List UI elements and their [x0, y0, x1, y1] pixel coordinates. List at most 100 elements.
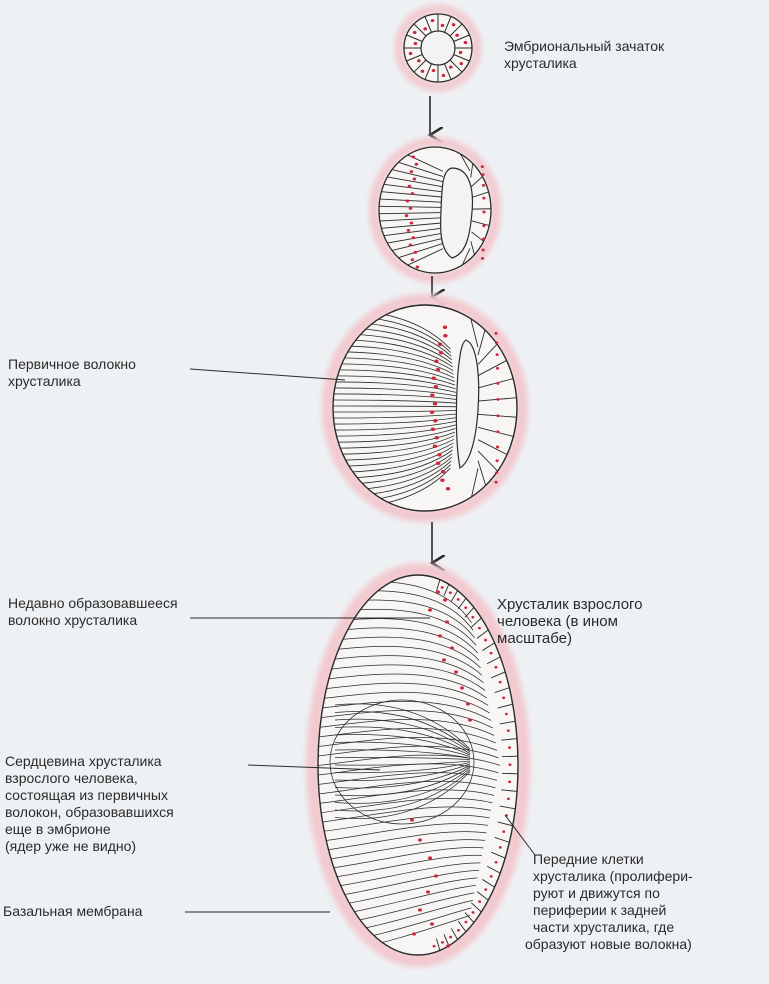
epithelium-border	[471, 231, 484, 242]
fiber-nucleus	[418, 838, 422, 842]
fiber-nucleus	[428, 856, 432, 860]
epithelium-border	[457, 598, 467, 610]
core-fiber	[334, 711, 471, 751]
fiber-nucleus	[435, 461, 441, 465]
cortex-fiber	[318, 823, 488, 842]
cell-nucleus	[406, 228, 411, 232]
cell-nucleus	[455, 33, 459, 37]
epithelium-border	[470, 241, 475, 255]
cortex-fiber	[318, 700, 492, 721]
epithelium-border	[471, 176, 483, 187]
core-fiber	[334, 762, 471, 774]
cell-nucleus	[409, 170, 414, 174]
cell-border	[406, 54, 423, 62]
epithelium-nucleus	[496, 430, 500, 434]
core-fiber	[334, 718, 471, 753]
stage1-lens-vesicle	[394, 4, 482, 92]
cell-nucleus	[481, 183, 486, 187]
epithelium-nucleus	[478, 900, 482, 903]
fiber-nucleus	[432, 402, 438, 406]
cell-nucleus	[414, 162, 419, 166]
fiber-nucleus	[433, 385, 439, 389]
fiber-nucleus	[450, 646, 454, 650]
core-fiber	[334, 726, 471, 754]
cell-nucleus	[463, 40, 468, 45]
epithelium-border	[476, 629, 489, 639]
cell-nucleus	[410, 192, 415, 196]
cortex-fiber	[318, 655, 484, 684]
cell-nucleus	[448, 65, 453, 69]
epithelium-nucleus	[471, 911, 475, 914]
epithelium-nucleus	[496, 398, 500, 401]
label-line: периферии к задней	[533, 902, 667, 918]
cell-border	[398, 243, 444, 259]
label-primary-fiber: Первичное волокно хрусталика	[8, 356, 136, 390]
cell-nucleus	[411, 155, 416, 159]
stage4-nuclei	[410, 586, 512, 948]
epithelium-border	[494, 836, 510, 843]
cortex-fiber	[318, 691, 490, 714]
cell-nucleus	[440, 23, 445, 28]
label-line: Сердцевина хрусталика	[5, 753, 162, 769]
fiber-nucleus	[443, 334, 448, 338]
label-line: хрусталика	[8, 373, 81, 389]
epithelium-nucleus	[489, 875, 493, 878]
fiber-nucleus	[468, 718, 472, 722]
fiber-nucleus	[410, 818, 414, 822]
cell-nucleus	[407, 184, 412, 188]
fiber-line	[333, 417, 457, 425]
cell-nucleus	[480, 165, 484, 169]
core-fiber	[334, 749, 471, 759]
cell-border	[449, 23, 463, 37]
epithelium-nucleus	[484, 638, 488, 642]
fiber-nucleus	[431, 376, 436, 380]
fiber-nucleus	[430, 922, 434, 926]
epithelium-border	[501, 772, 518, 775]
epithelium-border	[470, 902, 482, 913]
epithelium-nucleus	[508, 763, 512, 767]
epithelium-border	[477, 343, 498, 365]
stage1-lumen	[420, 30, 456, 66]
cell-nucleus	[404, 214, 409, 218]
fiber-nucleus	[434, 874, 438, 878]
cell-nucleus	[481, 173, 485, 177]
cell-border	[453, 34, 470, 42]
cell-nucleus	[423, 27, 428, 31]
stage4-outline	[317, 574, 519, 956]
cell-nucleus	[412, 177, 417, 181]
cell-border	[379, 212, 444, 215]
cell-border	[379, 198, 444, 203]
fiber-nucleus	[440, 470, 446, 474]
fiber-nucleus	[418, 908, 422, 912]
epithelium-border	[464, 607, 475, 618]
cell-nucleus	[408, 243, 413, 247]
cell-border	[453, 54, 470, 62]
epithelium-border	[477, 426, 514, 437]
epithelium-nucleus	[432, 944, 436, 948]
epithelium-nucleus	[495, 366, 500, 370]
epithelium-nucleus	[464, 606, 468, 609]
cell-border	[391, 237, 444, 251]
label-embryonic-lens-rudiment: Эмбриональный зачаток хрусталика	[504, 38, 664, 72]
stage3-lumen	[455, 339, 480, 469]
fiber-nucleus	[436, 590, 440, 594]
epithelium-border	[477, 360, 507, 377]
fiber-nucleus	[437, 342, 443, 346]
epithelium-border	[470, 318, 479, 348]
fiber-line	[333, 413, 458, 419]
core-fiber	[334, 765, 471, 789]
core-fiber	[334, 771, 471, 820]
epithelium-nucleus	[448, 591, 452, 595]
stage3-fiber-lines	[333, 309, 458, 509]
epithelium-nucleus	[506, 729, 510, 732]
fiber-nucleus	[443, 598, 447, 602]
stage2-nuclei	[404, 155, 486, 269]
cortex-fiber	[318, 754, 501, 766]
fiber-line	[333, 405, 458, 408]
cell-nucleus	[482, 224, 486, 228]
cortex-fiber	[318, 814, 490, 833]
fiber-nucleus	[430, 393, 435, 397]
stage3-nuclei	[429, 325, 500, 491]
fiber-line	[333, 424, 456, 437]
fiber-nucleus	[435, 368, 441, 372]
